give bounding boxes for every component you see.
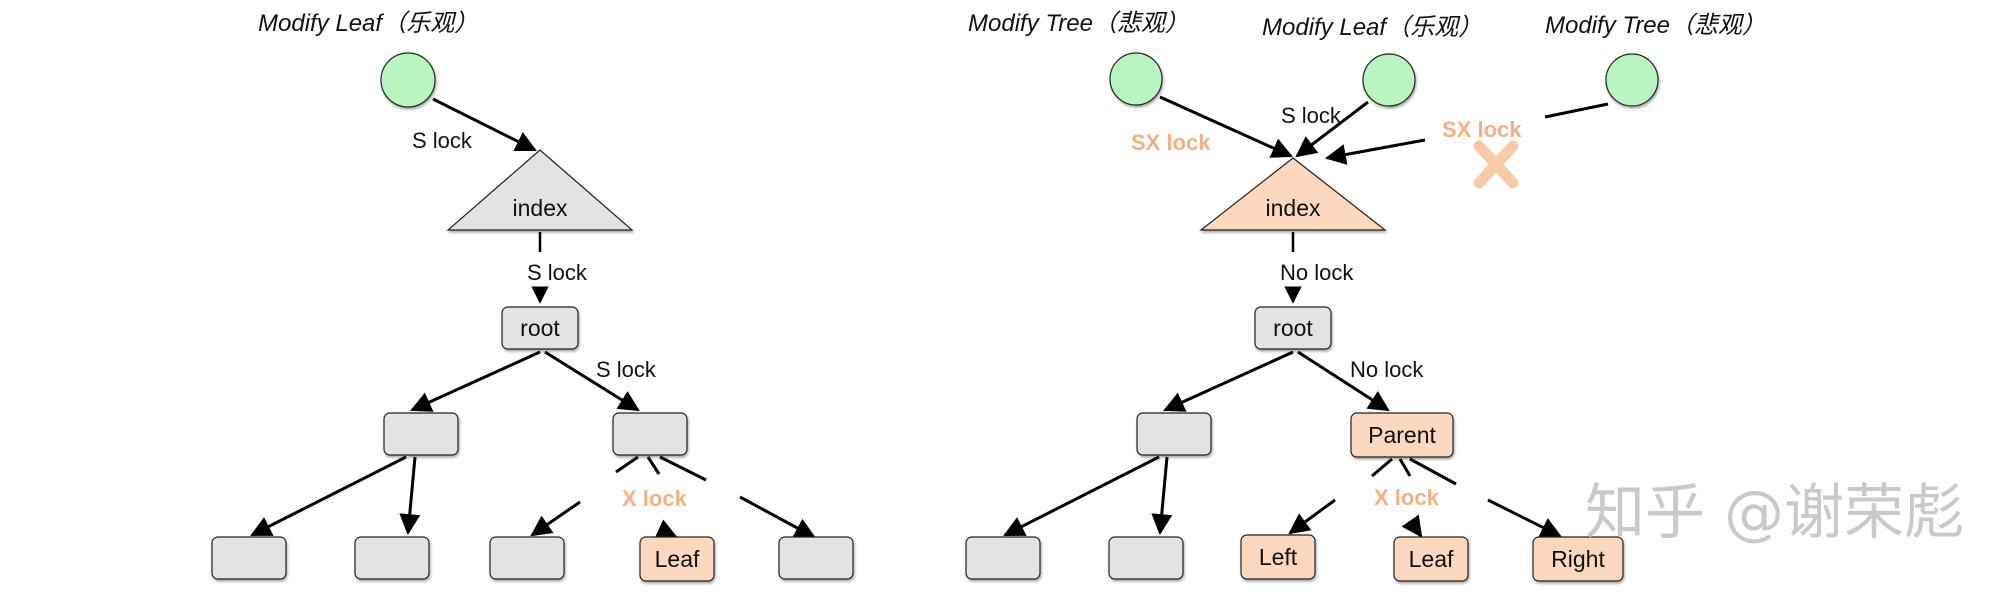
right-arrow-root-to-parent: [1297, 350, 1390, 412]
left-arrow-b-to-5: [739, 495, 816, 539]
right-root-label: root: [1273, 315, 1313, 341]
left-transaction-circle: [380, 52, 436, 108]
left-line-b-to-leaf-start: [646, 456, 661, 475]
right-parent-node: [1350, 412, 1454, 458]
right-diagram: Modify Tree（悲观） Modify Leaf（乐观） Modify T…: [965, 10, 1766, 582]
left-root-label: root: [520, 315, 560, 341]
right-title-pessimistic-2: Modify Tree（悲观）: [1545, 12, 1766, 39]
left-lock-leaf: X lock: [622, 486, 688, 511]
left-root-node: [501, 306, 579, 350]
right-transaction-circle-1: [1109, 52, 1163, 106]
left-internal-node-b: [612, 412, 688, 456]
left-arrow-b-to-leaf: [654, 519, 678, 539]
right-left-node: [1240, 534, 1316, 580]
left-arrow-b-to-3: [530, 500, 581, 537]
left-lock-root-right: S lock: [596, 357, 657, 382]
left-leaf-node-2: [354, 536, 430, 580]
right-leaf-label: Leaf: [1409, 546, 1454, 572]
right-title-pessimistic-1: Modify Tree（悲观）: [968, 10, 1189, 37]
right-lock-children: X lock: [1374, 485, 1440, 510]
right-arrow-internal-to-1: [1003, 455, 1160, 537]
right-lock-root-parent: No lock: [1350, 357, 1424, 382]
left-arrow-root-to-left: [410, 350, 541, 412]
left-leaf-node-1: [211, 536, 287, 580]
left-arrow-circle-to-index: [432, 97, 537, 152]
left-arrow-a-to-1: [250, 455, 407, 537]
right-transaction-circle-2: [1362, 53, 1416, 107]
right-arrow-sx-1: [1159, 95, 1293, 158]
right-root-node: [1254, 306, 1332, 350]
left-line-b-to-3-start: [615, 455, 639, 474]
right-line-sx-2-start: [1544, 102, 1609, 119]
right-arrow-parent-to-right: [1487, 498, 1562, 538]
right-index-label: index: [1266, 195, 1321, 221]
left-leaf-node-5: [778, 536, 854, 580]
left-index-triangle: [446, 149, 634, 231]
right-lock-sx-1: SX lock: [1131, 130, 1211, 155]
right-transaction-circle-3: [1605, 53, 1659, 107]
right-arrow-parent-to-leaf: [1401, 514, 1423, 538]
right-line-parent-to-right-start: [1409, 457, 1457, 486]
right-lock-index-root: No lock: [1280, 260, 1354, 285]
right-leaf-node-1: [965, 536, 1041, 580]
right-lock-sx-2: SX lock: [1442, 117, 1522, 142]
right-index-triangle: [1199, 157, 1387, 231]
watermark: 知乎 @谢荣彪: [1585, 478, 1964, 548]
left-arrow-a-to-2: [399, 456, 421, 536]
left-leaf-node-3: [489, 536, 565, 580]
left-lock-circle-index: S lock: [412, 128, 473, 153]
left-diagram: Modify Leaf（乐观） S lock index S lock root…: [211, 10, 854, 582]
right-right-node: [1532, 536, 1624, 582]
left-arrow-root-to-right: [544, 350, 640, 412]
right-line-parent-to-left-start: [1371, 457, 1393, 478]
left-line-b-to-5-start: [659, 455, 707, 482]
right-leaf-node: [1393, 536, 1469, 582]
right-leaf-node-2: [1108, 536, 1184, 580]
left-lock-index-root: S lock: [527, 260, 588, 285]
right-arrow-internal-to-2: [1151, 456, 1173, 536]
right-parent-label: Parent: [1368, 422, 1436, 448]
left-target-leaf-node: [639, 536, 715, 582]
left-internal-node-a: [383, 412, 459, 456]
right-arrow-s: [1295, 100, 1369, 158]
right-line-parent-to-leaf-start: [1398, 458, 1412, 477]
right-internal-node: [1136, 412, 1212, 456]
right-arrow-sx-2: [1324, 138, 1426, 165]
right-right-label: Right: [1551, 546, 1605, 572]
blocked-cross-icon: [1473, 140, 1519, 189]
left-index-label: index: [513, 195, 568, 221]
right-left-label: Left: [1259, 544, 1298, 570]
right-arrow-parent-to-left: [1288, 498, 1336, 535]
right-title-optimistic: Modify Leaf（乐观）: [1262, 14, 1482, 41]
left-title: Modify Leaf（乐观）: [258, 10, 478, 37]
left-target-leaf-label: Leaf: [655, 546, 700, 572]
right-arrow-root-to-left: [1163, 350, 1294, 412]
right-lock-s: S lock: [1281, 103, 1342, 128]
